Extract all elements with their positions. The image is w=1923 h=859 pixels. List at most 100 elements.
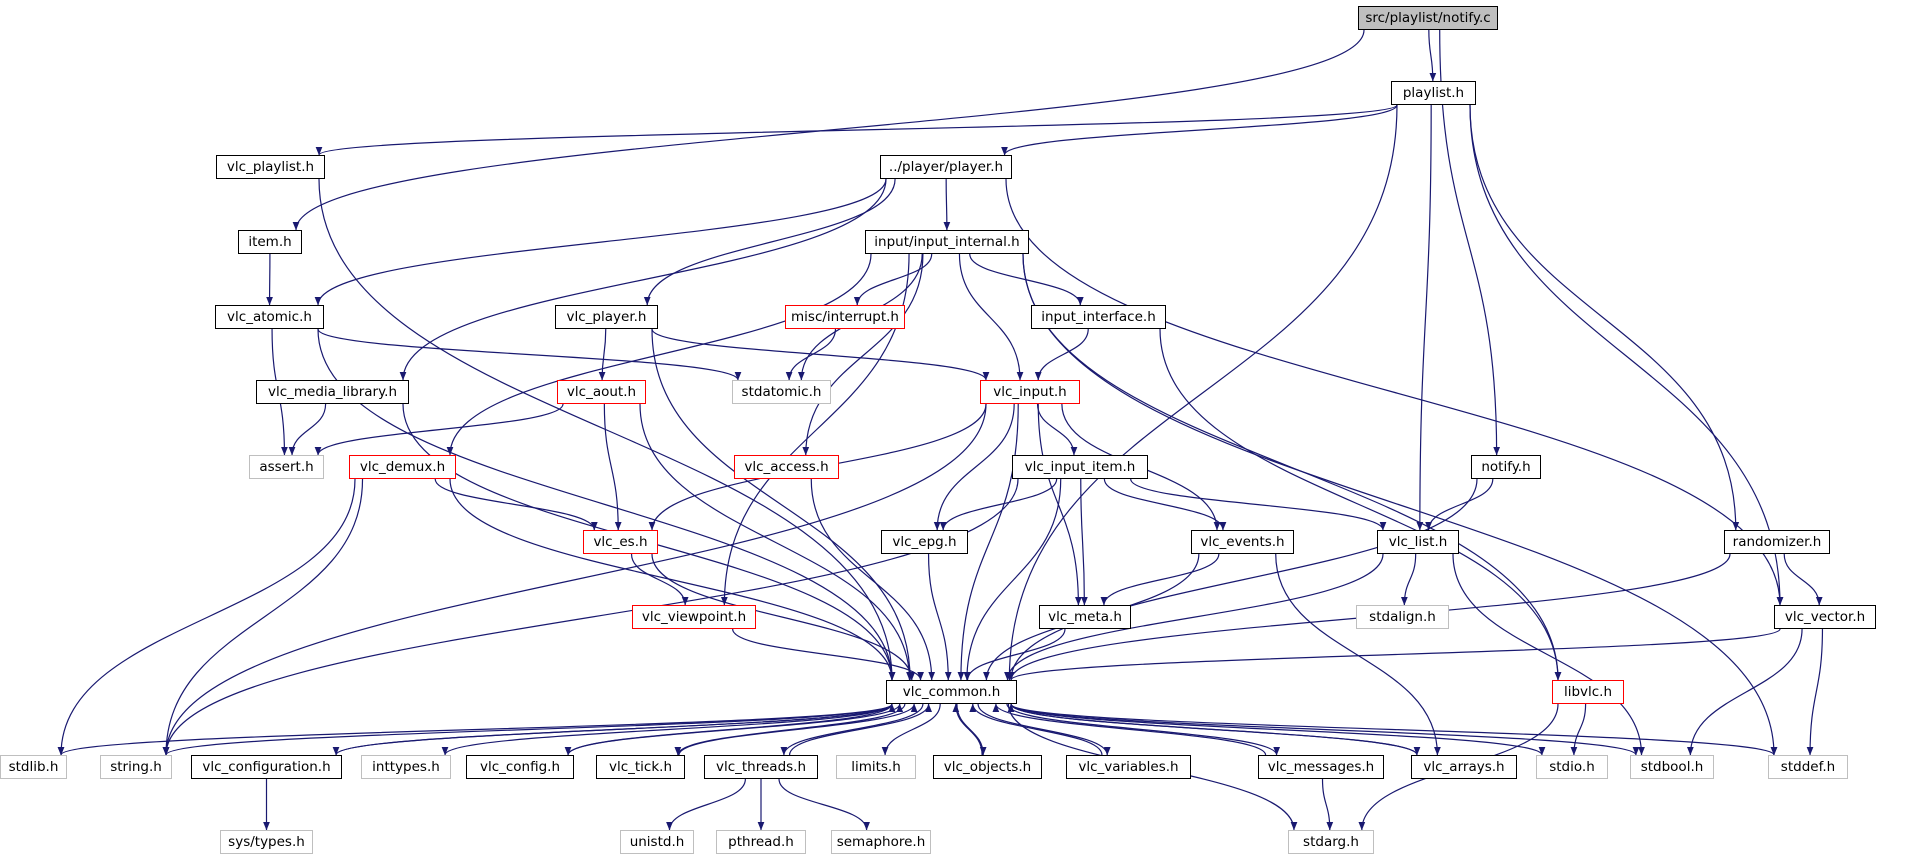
edge-vlc-input-item-h-to-vlc-list-h [1130,478,1387,531]
node-playlist-h[interactable]: playlist.h [1391,81,1476,105]
node-randomizer-h[interactable]: randomizer.h [1724,530,1830,554]
edge-vlc-player-h-to-vlc-input-h [651,328,990,381]
edge-playlist-h-to-player-h [1001,104,1398,156]
edge-vlc-common-h-to-vlc-threads-h [780,703,924,756]
edge-vlc-input-item-h-to-vlc-meta-h [1080,478,1088,606]
node-vlc-common-h[interactable]: vlc_common.h [886,680,1017,704]
edge-player-h-to-vlc-player-h [643,178,896,306]
node-vlc-atomic-h[interactable]: vlc_atomic.h [215,305,324,329]
edge-input-internal-h-to-vlc-input-h [958,253,1024,381]
node-inttypes-h: inttypes.h [361,755,451,779]
node-vlc-messages-h[interactable]: vlc_messages.h [1258,755,1384,779]
edge-vlc-common-h-to-vlc-messages-h [1006,703,1280,756]
node-stdatomic-h: stdatomic.h [732,380,831,404]
node-libvlc-h[interactable]: libvlc.h [1552,680,1624,704]
edge-vlc-input-item-h-to-vlc-events-h [1103,478,1227,531]
edge-root-to-playlist-h [1428,29,1437,82]
edge-player-h-to-vlc-atomic-h [314,178,887,306]
node-vlc-meta-h[interactable]: vlc_meta.h [1039,605,1131,629]
node-stdlib-h: stdlib.h [0,755,67,779]
edge-vlc-input-h-to-vlc-input-item-h [1036,403,1078,456]
edge-input-internal-h-to-misc-interrupt-h [853,253,933,306]
edge-vlc-input-h-to-string-h [162,403,987,756]
node-vlc-threads-h[interactable]: vlc_threads.h [704,755,818,779]
edge-misc-interrupt-h-to-stdatomic-h [785,328,837,381]
edge-playlist-h-to-vlc-playlist-h [315,104,1398,156]
node-vlc-arrays-h[interactable]: vlc_arrays.h [1411,755,1517,779]
node-vlc-playlist-h[interactable]: vlc_playlist.h [216,155,325,179]
node-vlc-events-h[interactable]: vlc_events.h [1191,530,1294,554]
node-vlc-es-h[interactable]: vlc_es.h [583,530,658,554]
node-sys-types-h: sys/types.h [220,830,313,854]
node-root[interactable]: src/playlist/notify.c [1358,6,1498,30]
edge-vlc-config-h-to-vlc-common-h [567,703,903,756]
node-unistd-h: unistd.h [620,830,694,854]
edge-vlc-media-library-h-to-assert-h [288,403,327,456]
edge-vlc-common-h-to-string-h [162,703,893,756]
edge-vlc-threads-h-to-unistd-h [666,778,746,831]
edge-input-internal-h-to-stddef-h [1022,253,1778,756]
node-vlc-aout-h[interactable]: vlc_aout.h [557,380,646,404]
node-vlc-viewpoint-h[interactable]: vlc_viewpoint.h [632,605,756,629]
edge-vlc-demux-h-to-vlc-common-h [449,478,896,681]
edge-input-interface-h-to-vlc-input-h [1034,328,1089,381]
node-vlc-input-h[interactable]: vlc_input.h [980,380,1080,404]
node-misc-interrupt-h[interactable]: misc/interrupt.h [785,305,905,329]
edge-vlc-threads-h-to-semaphore-h [778,778,870,831]
edge-vlc-common-h-to-vlc-variables-h [977,703,1111,756]
edge-vlc-common-h-to-stdbool-h [1010,703,1640,756]
node-item-h[interactable]: item.h [238,230,302,254]
edge-vlc-list-h-to-stdalign-h [1401,553,1417,606]
edge-vlc-player-h-to-vlc-common-h [651,328,914,681]
edge-vlc-viewpoint-h-to-vlc-common-h [732,628,924,681]
node-vlc-list-h[interactable]: vlc_list.h [1377,530,1459,554]
edge-vlc-events-h-to-vlc-arrays-h [1275,553,1441,756]
edge-notify-h-to-vlc-common-h [1007,478,1478,681]
edge-vlc-input-item-h-to-vlc-common-h [963,478,1062,681]
edge-vlc-common-h-to-limits-h [881,703,941,756]
node-input-interface-h[interactable]: input_interface.h [1031,305,1166,329]
edge-vlc-common-h-to-stdio-h [1010,703,1546,756]
node-stddef-h: stddef.h [1768,755,1848,779]
edge-vlc-demux-h-to-stdlib-h [57,478,356,756]
edge-vlc-list-h-to-stdbool-h [1452,553,1645,756]
edge-playlist-h-to-vlc-list-h [1416,104,1432,531]
node-vlc-input-item-h[interactable]: vlc_input_item.h [1012,455,1148,479]
edge-root-to-item-h [292,29,1365,231]
node-vlc-configuration-h[interactable]: vlc_configuration.h [191,755,342,779]
node-vlc-media-library-h[interactable]: vlc_media_library.h [256,380,409,404]
edge-input-internal-h-to-vlc-demux-h [446,253,872,456]
edge-vlc-atomic-h-to-stdatomic-h [317,328,742,381]
node-player-h[interactable]: ../player/player.h [880,155,1012,179]
edge-vlc-list-h-to-vlc-common-h [1004,553,1384,681]
node-vlc-config-h[interactable]: vlc_config.h [466,755,574,779]
node-assert-h: assert.h [249,455,324,479]
edge-player-h-to-vlc-vector-h [1005,178,1784,606]
edge-randomizer-h-to-vlc-vector-h [1783,553,1823,606]
node-vlc-tick-h[interactable]: vlc_tick.h [596,755,685,779]
node-vlc-vector-h[interactable]: vlc_vector.h [1774,605,1876,629]
node-vlc-variables-h[interactable]: vlc_variables.h [1066,755,1191,779]
edge-vlc-common-h-to-stdlib-h [57,703,893,756]
node-notify-h[interactable]: notify.h [1471,455,1541,479]
edge-vlc-player-h-to-vlc-aout-h [598,328,607,381]
edge-playlist-h-to-vlc-common-h [1005,104,1398,681]
node-vlc-objects-h[interactable]: vlc_objects.h [933,755,1042,779]
edge-vlc-aout-h-to-assert-h [314,403,564,456]
edge-vlc-vector-h-to-stdbool-h [1687,628,1803,756]
edge-vlc-input-item-h-to-string-h [162,478,1019,756]
node-pthread-h: pthread.h [716,830,806,854]
edge-vlc-demux-h-to-vlc-es-h [434,478,598,531]
node-vlc-epg-h[interactable]: vlc_epg.h [881,530,968,554]
edge-vlc-access-h-to-vlc-common-h [810,478,936,681]
node-vlc-player-h[interactable]: vlc_player.h [555,305,658,329]
node-input-internal-h[interactable]: input/input_internal.h [865,230,1029,254]
node-vlc-demux-h[interactable]: vlc_demux.h [349,455,456,479]
node-limits-h: limits.h [836,755,916,779]
edge-playlist-h-to-randomizer-h [1469,104,1740,531]
edge-input-interface-h-to-libvlc-h [1159,328,1562,681]
node-vlc-access-h[interactable]: vlc_access.h [734,455,839,479]
node-semaphore-h: semaphore.h [831,830,931,854]
node-stdalign-h: stdalign.h [1356,605,1449,629]
